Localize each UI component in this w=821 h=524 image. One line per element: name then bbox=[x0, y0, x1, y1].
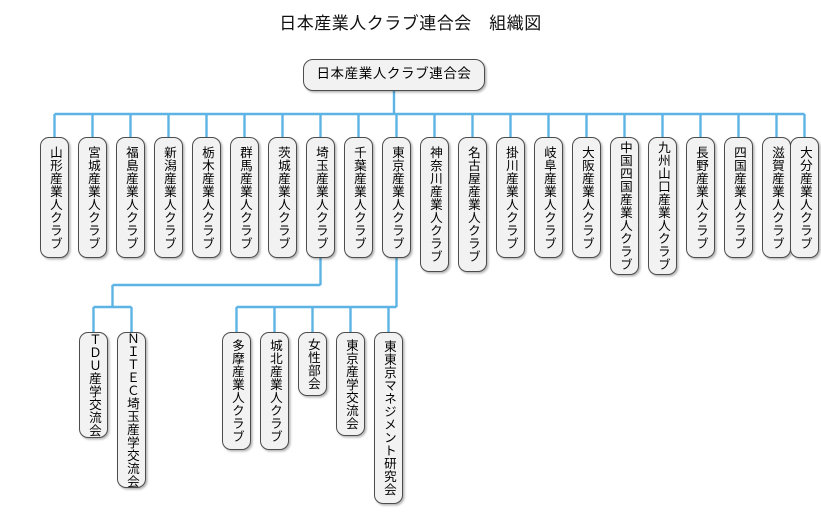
org-node-kakegawa[interactable]: 掛川産業人クラブ bbox=[496, 137, 525, 258]
org-node-label: 群馬産業人クラブ bbox=[237, 145, 253, 250]
org-node-label: 長野産業人クラブ bbox=[693, 145, 709, 250]
org-node-gifu[interactable]: 岐阜産業人クラブ bbox=[534, 137, 563, 258]
org-node-label: ＮＩＴＥＣ埼玉産学交流会 bbox=[124, 332, 140, 488]
org-node-nagano[interactable]: 長野産業人クラブ bbox=[686, 137, 715, 258]
org-node-tokyo[interactable]: 東京産業人クラブ bbox=[382, 137, 411, 258]
org-node-niigata[interactable]: 新潟産業人クラブ bbox=[154, 137, 183, 258]
org-node-label: 中国四国産業人クラブ bbox=[617, 141, 633, 271]
org-node-label: 東京産業人クラブ bbox=[389, 145, 405, 250]
org-node-kanagawa[interactable]: 神奈川産業人クラブ bbox=[420, 137, 449, 272]
org-node-label: 東京産学交流会 bbox=[343, 338, 359, 430]
org-node-chiba[interactable]: 千葉産業人クラブ bbox=[344, 137, 373, 258]
org-node-mgmt[interactable]: 東東京マネジメント研究会 bbox=[374, 332, 403, 504]
org-node-label: 掛川産業人クラブ bbox=[503, 145, 519, 250]
org-node-label: 新潟産業人クラブ bbox=[161, 145, 177, 250]
org-node-nitec[interactable]: ＮＩＴＥＣ埼玉産学交流会 bbox=[117, 332, 146, 488]
org-node-kyushu[interactable]: 九州山口産業人クラブ bbox=[648, 137, 677, 275]
org-node-label: 日本産業人クラブ連合会 bbox=[316, 66, 472, 83]
org-node-label: 埼玉産業人クラブ bbox=[313, 145, 329, 250]
org-node-label: 大阪産業人クラブ bbox=[579, 145, 595, 250]
org-node-shiga[interactable]: 滋賀産業人クラブ bbox=[762, 137, 791, 258]
org-node-label: 城北産業人クラブ bbox=[267, 339, 283, 443]
org-node-gunma[interactable]: 群馬産業人クラブ bbox=[230, 137, 259, 258]
org-node-tokyosangaku[interactable]: 東京産学交流会 bbox=[336, 332, 365, 436]
org-node-tochigi[interactable]: 栃木産業人クラブ bbox=[192, 137, 221, 258]
org-node-label: 栃木産業人クラブ bbox=[199, 145, 215, 250]
org-node-fukushima[interactable]: 福島産業人クラブ bbox=[116, 137, 145, 258]
org-node-label: 福島産業人クラブ bbox=[123, 145, 139, 250]
org-node-label: 多摩産業人クラブ bbox=[229, 339, 245, 443]
org-node-ibaraki[interactable]: 茨城産業人クラブ bbox=[268, 137, 297, 258]
org-node-label: 茨城産業人クラブ bbox=[275, 145, 291, 250]
org-node-chugoku[interactable]: 中国四国産業人クラブ bbox=[610, 137, 639, 275]
page-title: 日本産業人クラブ連合会 組織図 bbox=[279, 14, 542, 33]
org-node-tdu[interactable]: ＴＤＵ産学交流会 bbox=[79, 332, 108, 438]
org-node-label: 宮城産業人クラブ bbox=[85, 145, 101, 250]
org-node-label: 山形産業人クラブ bbox=[47, 145, 63, 250]
org-node-miyagi[interactable]: 宮城産業人クラブ bbox=[78, 137, 107, 258]
org-node-label: 滋賀産業人クラブ bbox=[769, 145, 785, 250]
org-node-shikoku[interactable]: 四国産業人クラブ bbox=[724, 137, 753, 258]
org-node-label: 岐阜産業人クラブ bbox=[541, 145, 557, 250]
org-node-tama[interactable]: 多摩産業人クラブ bbox=[222, 332, 251, 450]
org-node-root[interactable]: 日本産業人クラブ連合会 bbox=[303, 59, 485, 91]
org-node-label: 四国産業人クラブ bbox=[731, 145, 747, 250]
org-node-label: 東東京マネジメント研究会 bbox=[381, 340, 397, 496]
org-node-johoku[interactable]: 城北産業人クラブ bbox=[260, 332, 289, 450]
org-node-label: ＴＤＵ産学交流会 bbox=[86, 333, 102, 437]
org-node-label: 女性部会 bbox=[305, 338, 321, 390]
org-node-label: 九州山口産業人クラブ bbox=[655, 141, 671, 271]
org-node-label: 神奈川産業人クラブ bbox=[427, 146, 443, 263]
org-node-oita[interactable]: 大分産業人クラブ bbox=[790, 137, 819, 258]
org-node-yamagata[interactable]: 山形産業人クラブ bbox=[40, 137, 69, 258]
org-node-label: 千葉産業人クラブ bbox=[351, 145, 367, 250]
org-node-osaka[interactable]: 大阪産業人クラブ bbox=[572, 137, 601, 258]
org-node-nagoya[interactable]: 名古屋産業人クラブ bbox=[458, 137, 487, 272]
org-node-label: 大分産業人クラブ bbox=[797, 145, 813, 250]
org-node-saitama[interactable]: 埼玉産業人クラブ bbox=[306, 137, 335, 258]
org-node-josei[interactable]: 女性部会 bbox=[298, 332, 327, 396]
org-node-label: 名古屋産業人クラブ bbox=[465, 146, 481, 263]
